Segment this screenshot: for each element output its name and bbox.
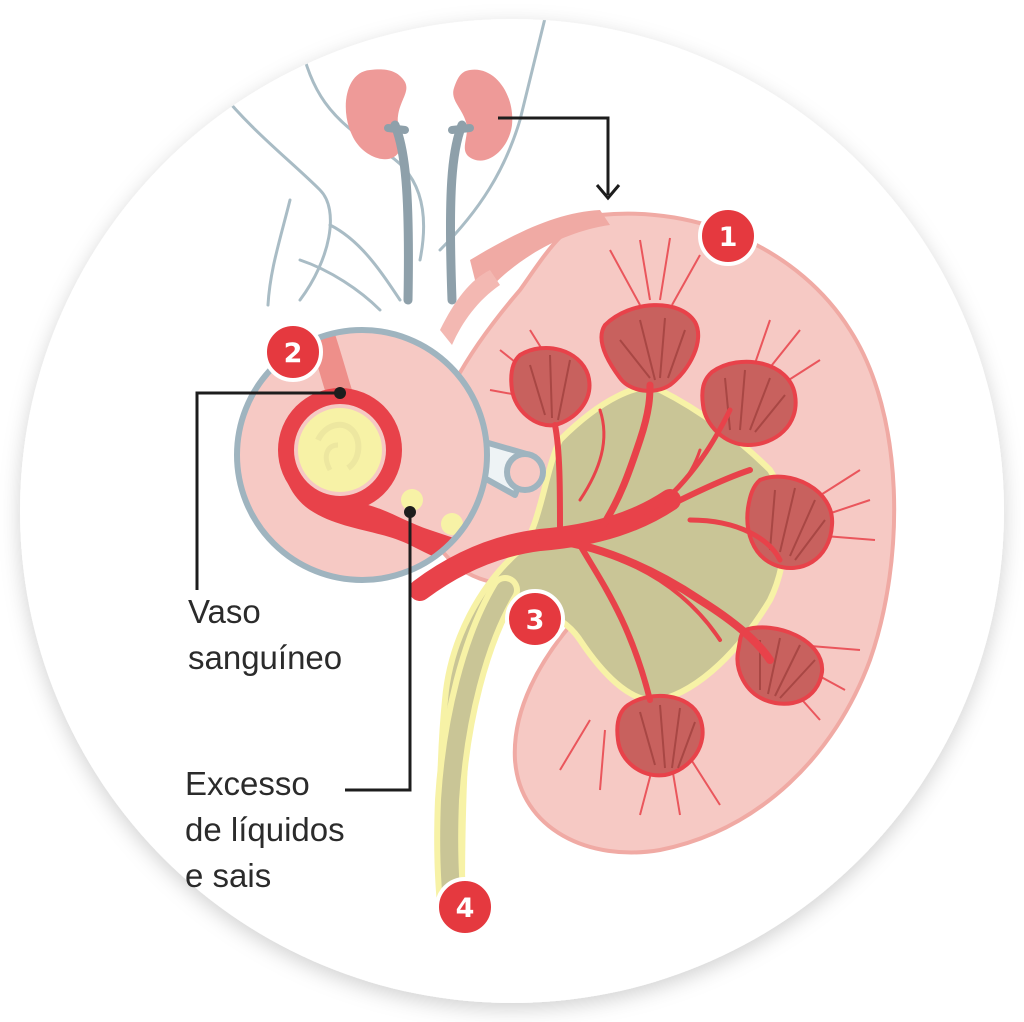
marker-3: 3 bbox=[505, 589, 565, 649]
excesso-leader-dot bbox=[404, 506, 416, 518]
vaso-sanguineo-label: Vaso sanguíneo bbox=[188, 589, 342, 681]
marker-1: 1 bbox=[698, 206, 758, 266]
excesso-liquidos-label: Excesso de líquidos e sais bbox=[185, 761, 345, 899]
vaso-label-line-2: sanguíneo bbox=[188, 639, 343, 676]
marker-3-label: 3 bbox=[526, 605, 545, 636]
excesso-label-line-3: e sais bbox=[185, 857, 272, 894]
pointer-arrow bbox=[498, 116, 610, 195]
marker-1-label: 1 bbox=[719, 222, 738, 253]
vaso-leader-dot bbox=[334, 387, 346, 399]
small-kidneys bbox=[345, 69, 513, 305]
kidney-rim bbox=[470, 210, 610, 300]
leader-lines bbox=[195, 391, 412, 792]
excesso-label-line-2: de líquidos bbox=[185, 811, 345, 848]
vaso-label-line-1: Vaso bbox=[188, 593, 261, 630]
arrow-head bbox=[595, 184, 621, 201]
marker-2: 2 bbox=[263, 322, 323, 382]
marker-4-label: 4 bbox=[456, 893, 475, 924]
marker-4: 4 bbox=[435, 877, 495, 937]
marker-2-label: 2 bbox=[284, 338, 303, 369]
blood-vessels bbox=[409, 381, 783, 703]
excesso-label-line-1: Excesso bbox=[185, 765, 310, 802]
